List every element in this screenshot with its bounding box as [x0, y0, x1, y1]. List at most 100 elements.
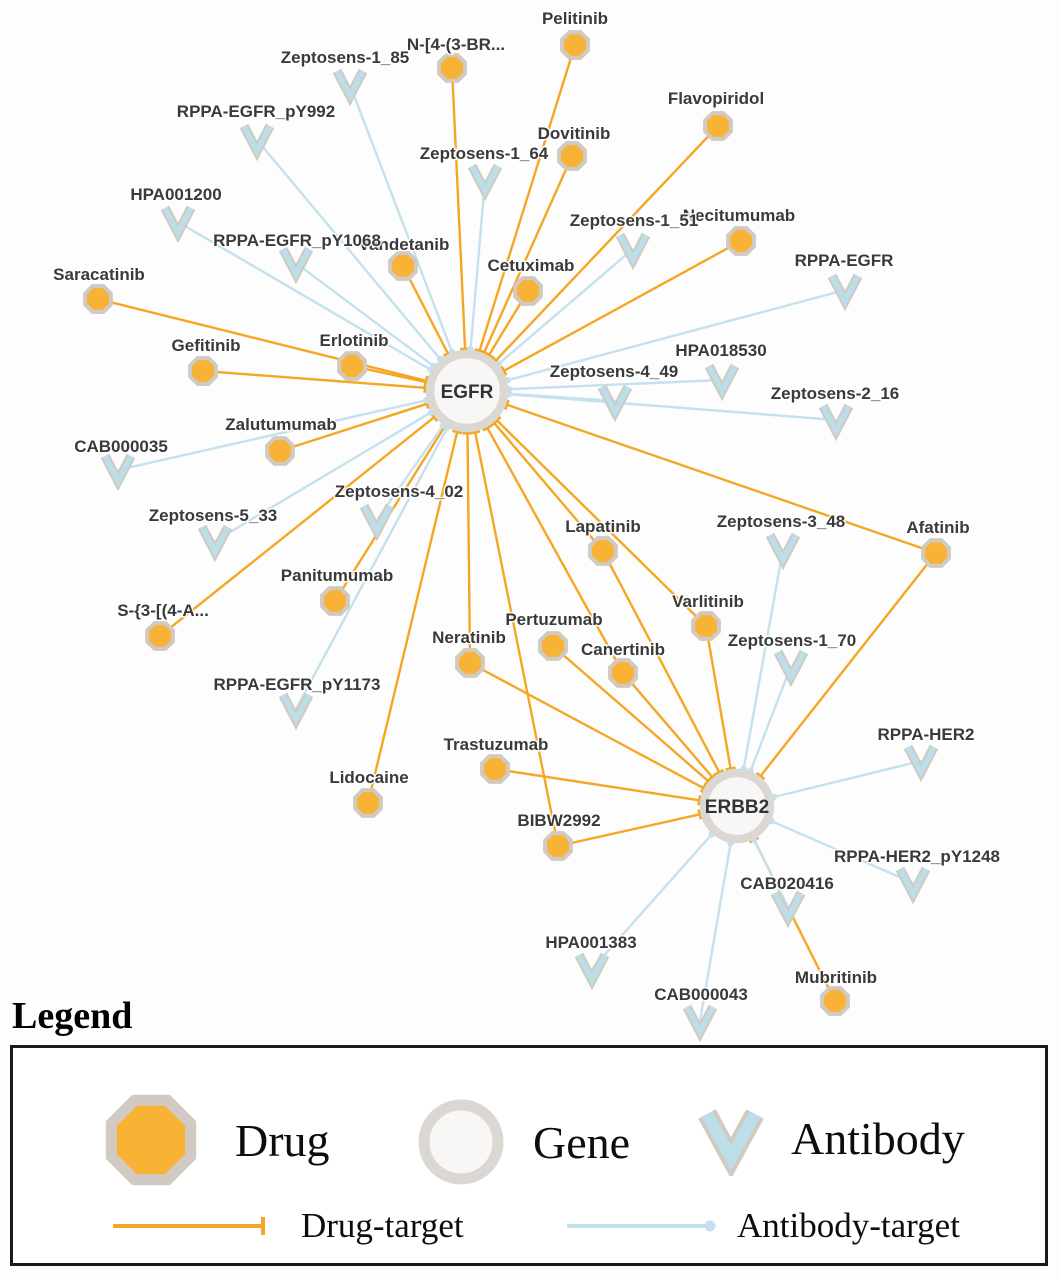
drug-node-panitumumab: [320, 586, 350, 616]
node-label-rppa-egfr-py1068: RPPA-EGFR_pY1068: [213, 231, 381, 250]
drug-target-edge: [755, 552, 937, 781]
node-label-varlitinib: Varlitinib: [672, 592, 744, 611]
legend-item-antibody-target: Antibody-target: [565, 1206, 960, 1246]
node-label-cab000035: CAB000035: [74, 437, 168, 456]
legend-item-antibody: Antibody: [689, 1100, 965, 1176]
antibody-target-edge: [768, 818, 914, 885]
drug-node-pelitinib: [560, 30, 590, 60]
antibody-node-cab000035: [100, 453, 136, 492]
drug-target-edge: [500, 239, 742, 376]
antibody-target-edge: [294, 424, 451, 710]
antibody-node-zeptosens-1-64: [467, 163, 503, 202]
node-label-neratinib: Neratinib: [432, 628, 506, 647]
node-label-bibw2992: BIBW2992: [517, 811, 600, 830]
drug-target-edge: [279, 398, 430, 453]
drug-target-edge: [482, 424, 625, 674]
node-label-s-3-4-a: S-{3-[(4-A...: [117, 601, 209, 620]
antibody-target-edge: [117, 397, 430, 472]
legend-drug-target-label: Drug-target: [301, 1206, 464, 1245]
drug-target-edge: [478, 155, 574, 357]
drug-node-n-4-3-br: [437, 53, 467, 83]
antibody-target-edge: [467, 179, 487, 353]
node-label-zeptosens-1-64: Zeptosens-1_64: [420, 144, 549, 163]
gene-node-icon: [418, 1099, 504, 1185]
drug-target-edge: [97, 297, 429, 386]
antibody-node-rppa-egfr-py992: [239, 123, 275, 162]
drug-node-zalutumumab: [265, 436, 295, 466]
legend-antibody-target-label: Antibody-target: [737, 1206, 960, 1245]
legend-item-drug: Drug: [95, 1084, 330, 1196]
drug-gene-antibody-network: EGFR ERBB2PelitinibN-[4-(3-BR...Dovitinib…: [52, 8, 1002, 1043]
node-label-zeptosens-3-48: Zeptosens-3_48: [717, 512, 846, 531]
drug-target-edge: [601, 550, 725, 776]
drug-target-edge: [401, 265, 453, 358]
drug-node-lapatinib: [588, 536, 618, 566]
drug-node-canertinib: [608, 658, 638, 688]
drug-node-varlitinib: [691, 611, 721, 641]
node-label-zeptosens-4-02: Zeptosens-4_02: [335, 482, 464, 501]
node-label-lapatinib: Lapatinib: [565, 517, 641, 536]
node-label-hpa018530: HPA018530: [675, 341, 766, 360]
label-layer: PelitinibN-[4-(3-BR...DovitinibFlavopiri…: [52, 8, 1002, 1006]
node-label-panitumumab: Panitumumab: [281, 566, 393, 585]
node-label-rppa-egfr-py992: RPPA-EGFR_pY992: [177, 102, 335, 121]
drug-node-cetuximab: [513, 276, 543, 306]
drug-target-edge: [474, 44, 577, 354]
antibody-node-zeptosens-2-16: [818, 403, 854, 442]
gene-label: EGFR: [441, 382, 494, 403]
node-label-zeptosens-1-85: Zeptosens-1_85: [281, 48, 410, 67]
antibody-node-rppa-her2: [903, 744, 939, 783]
antibody-target-edge: [495, 248, 634, 367]
drug-node-pertuzumab: [538, 631, 568, 661]
antibody-node-zeptosens-3-48: [765, 532, 801, 571]
antibody-node-rppa-egfr: [827, 273, 863, 312]
gene-node-egfr: EGFR: [425, 349, 509, 433]
drug-node-mubritinib: [820, 986, 850, 1016]
node-label-zeptosens-1-51: Zeptosens-1_51: [570, 211, 699, 230]
drug-target-edge: [494, 767, 702, 806]
antibody-target-edge: [770, 759, 922, 801]
node-label-trastuzumab: Trastuzumab: [444, 735, 549, 754]
antibody-node-hpa001200: [160, 205, 196, 244]
drug-node-bibw2992: [543, 831, 573, 861]
node-label-rppa-egfr-py1173: RPPA-EGFR_pY1173: [214, 675, 381, 694]
drug-target-edge: [552, 645, 713, 786]
drug-target-edge: [366, 429, 463, 804]
node-label-canertinib: Canertinib: [581, 640, 665, 659]
edge-layer: [97, 44, 937, 1022]
node-label-gefitinib: Gefitinib: [172, 336, 241, 355]
antibody-node-hpa001383: [574, 952, 610, 991]
gene-label: ERBB2: [705, 797, 769, 818]
antibody-node-rppa-egfr-py1173: [278, 692, 314, 731]
node-label-zeptosens-4-49: Zeptosens-4_49: [550, 362, 679, 381]
drug-target-edge: [704, 625, 736, 771]
gene-node-erbb2: ERBB2: [699, 768, 775, 844]
node-label-rppa-her2: RPPA-HER2: [878, 725, 975, 744]
antibody-target-edge: [295, 262, 437, 369]
antibody-target-edge: [177, 220, 434, 373]
drug-target-edge: [462, 431, 473, 664]
antibody-target-edge-icon: [567, 1220, 716, 1232]
node-label-hpa001200: HPA001200: [130, 185, 221, 204]
drug-target-edge: [557, 809, 703, 848]
drug-node-gefitinib: [188, 356, 218, 386]
node-label-afatinib: Afatinib: [906, 518, 969, 537]
node-label-cetuximab: Cetuximab: [488, 256, 575, 275]
node-label-flavopiridol: Flavopiridol: [668, 89, 764, 108]
antibody-target-edge: [750, 836, 790, 908]
drug-node-necitumumab: [726, 226, 756, 256]
drug-node-trastuzumab: [480, 754, 510, 784]
antibody-node-zeptosens-1-85: [332, 68, 368, 107]
legend-gene-label: Gene: [533, 1116, 631, 1168]
antibody-node-zeptosens-4-49: [597, 384, 633, 423]
drug-target-edge: [450, 67, 471, 351]
antibody-target-edge: [504, 288, 846, 384]
antibody-node-zeptosens-5-33: [197, 524, 233, 563]
antibody-node-rppa-her2-py1248: [895, 866, 931, 905]
node-label-cab000043: CAB000043: [654, 985, 748, 1004]
antibody-target-edge: [505, 378, 723, 393]
node-label-zeptosens-1-70: Zeptosens-1_70: [728, 631, 857, 650]
drug-target-edge: [503, 399, 937, 555]
antibody-target-edge: [505, 391, 837, 422]
antibody-node-rppa-egfr-py1068: [278, 246, 314, 285]
